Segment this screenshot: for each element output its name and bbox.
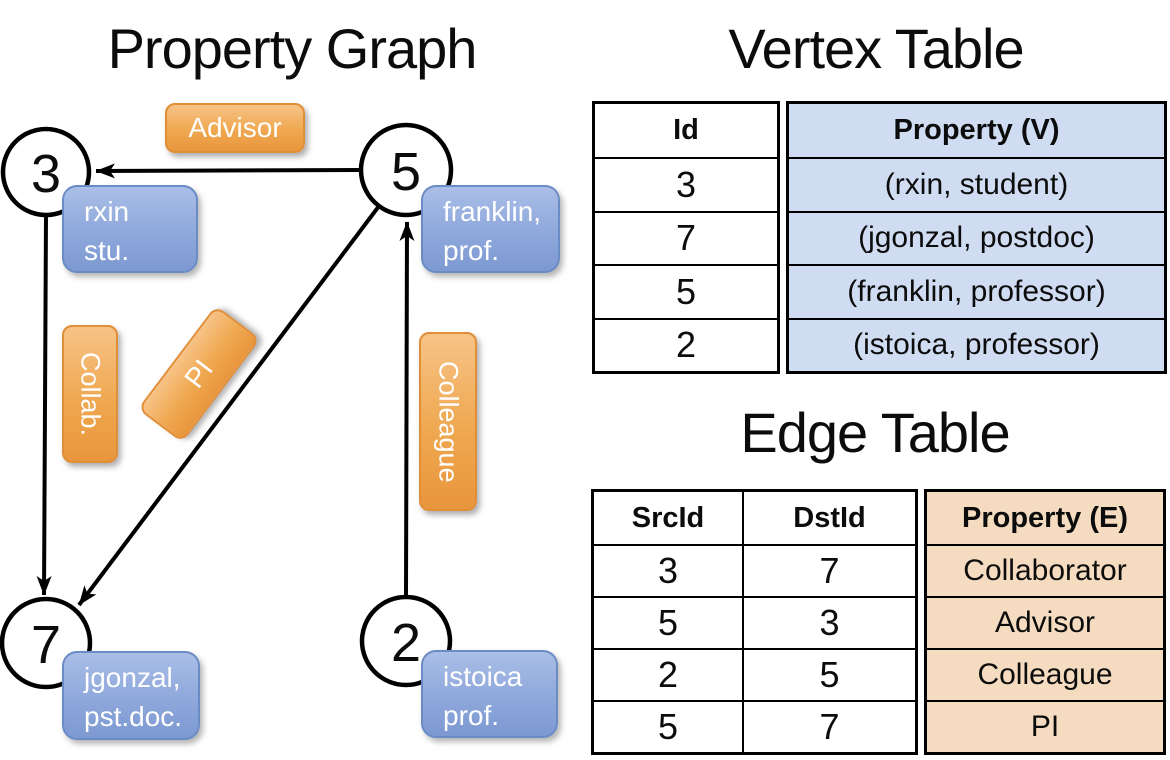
edge-table-header-property: Property (E) [962,501,1128,534]
vertex-property-cell: (jgonzal, postdoc) [789,210,1164,264]
vertex-id-cell: 2 [595,317,777,371]
node-label-3: 3 [30,144,62,204]
node-property-line: stu. [84,235,130,266]
vertex-id-cell: 3 [595,157,777,210]
edge-line-advisor-5-to-3 [95,163,362,179]
edge-line-pi-5-to-7 [77,204,381,607]
node-property-line: rxin [84,196,130,227]
edge-label-advisor: Advisor [165,103,305,153]
property-graph-title: Property Graph [107,17,478,80]
edge-table-title: Edge Table [740,401,1010,464]
node-property-line: prof. [443,700,500,731]
vertex-table-title: Vertex Table [728,17,1024,80]
vertex-id-cell: 5 [595,264,777,317]
node-label-2: 2 [390,613,422,673]
edge-property-cell: PI [927,700,1163,752]
vertex-table-id-column: Id 3 7 5 2 [592,101,780,374]
node-property-box-7: jgonzal, pst.doc. [62,651,200,740]
edge-table-id-columns: SrcId DstId 3 7 5 3 2 5 5 7 [591,489,918,755]
node-property-line: franklin, [443,196,542,227]
node-property-line: prof. [443,235,500,266]
edge-line-colleague-2-to-5 [399,221,415,598]
edge-property-cell: Advisor [927,596,1163,648]
node-property-box-3: rxin stu. [62,185,198,273]
edge-property-cell: Collaborator [927,544,1163,596]
vertex-property-cell: (franklin, professor) [789,264,1164,317]
vertex-property-cell: (istoica, professor) [789,317,1164,371]
edge-dstid-cell: 7 [744,700,915,752]
edge-dstid-cell: 3 [744,596,915,648]
node-property-line: istoica [443,661,523,692]
node-label-5: 5 [390,142,422,202]
edge-table-property-column: Property (E) Collaborator Advisor Collea… [924,489,1166,755]
edge-table-header-dstid: DstId [793,501,866,534]
edge-property-cell: Colleague [927,648,1163,700]
node-label-7: 7 [30,615,62,675]
edge-line-collab-3-to-7 [36,214,52,596]
edge-srcid-cell: 5 [594,700,744,752]
edge-label-colleague: Colleague [419,332,477,511]
edge-srcid-cell: 2 [594,648,744,700]
node-property-box-2: istoica prof. [421,650,558,738]
vertex-table-header-property: Property (V) [893,114,1060,147]
vertex-id-cell: 7 [595,210,777,264]
edge-table-header-srcid: SrcId [594,492,744,544]
node-property-box-5: franklin, prof. [421,185,560,273]
node-property-line: pst.doc. [84,701,183,732]
node-property-line: jgonzal, [84,662,181,693]
vertex-property-cell: (rxin, student) [789,157,1164,210]
edge-dstid-cell: 7 [744,544,915,596]
edge-srcid-cell: 3 [594,544,744,596]
vertex-table-header-id: Id [673,114,699,147]
edge-label-collab: Collab. [62,325,118,463]
vertex-table-property-column: Property (V) (rxin, student) (jgonzal, p… [786,101,1167,374]
edge-srcid-cell: 5 [594,596,744,648]
edge-dstid-cell: 5 [744,648,915,700]
